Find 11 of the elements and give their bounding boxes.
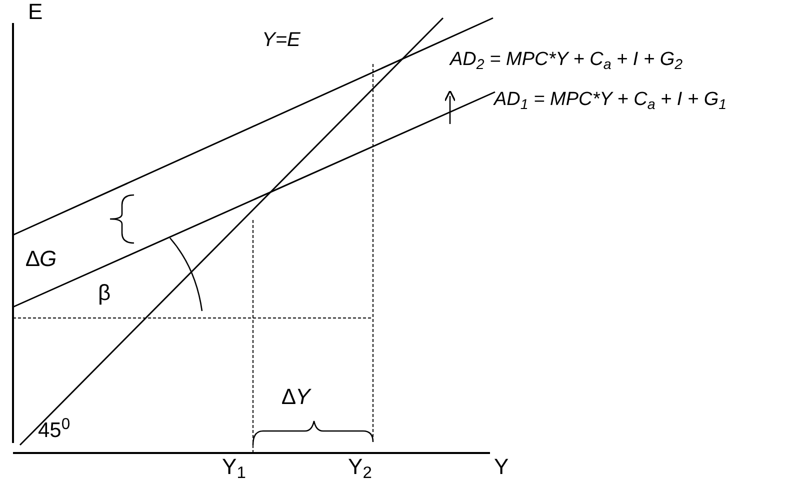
axis-label: β [98,282,111,304]
axis-label: AD$_{1}$ = MPC*Y + C$_{a}$ + I + G$_{1}$ [494,90,727,109]
axis-label: ∆G [26,248,57,270]
axis-label: Y [494,456,509,478]
axis-label: Y=E [262,30,300,50]
axis-label: ∆Y [282,386,310,408]
axis-label: Y$_{1}$ [222,456,246,478]
axis-label: E [28,1,43,23]
axis-label: Y$_{2}$ [348,456,372,478]
axis-label: AD$_{2}$ = MPC*Y + C$_{a}$ + I + G$_{2}$ [450,50,683,69]
axis-label: 45$^{0}$ [38,420,70,441]
